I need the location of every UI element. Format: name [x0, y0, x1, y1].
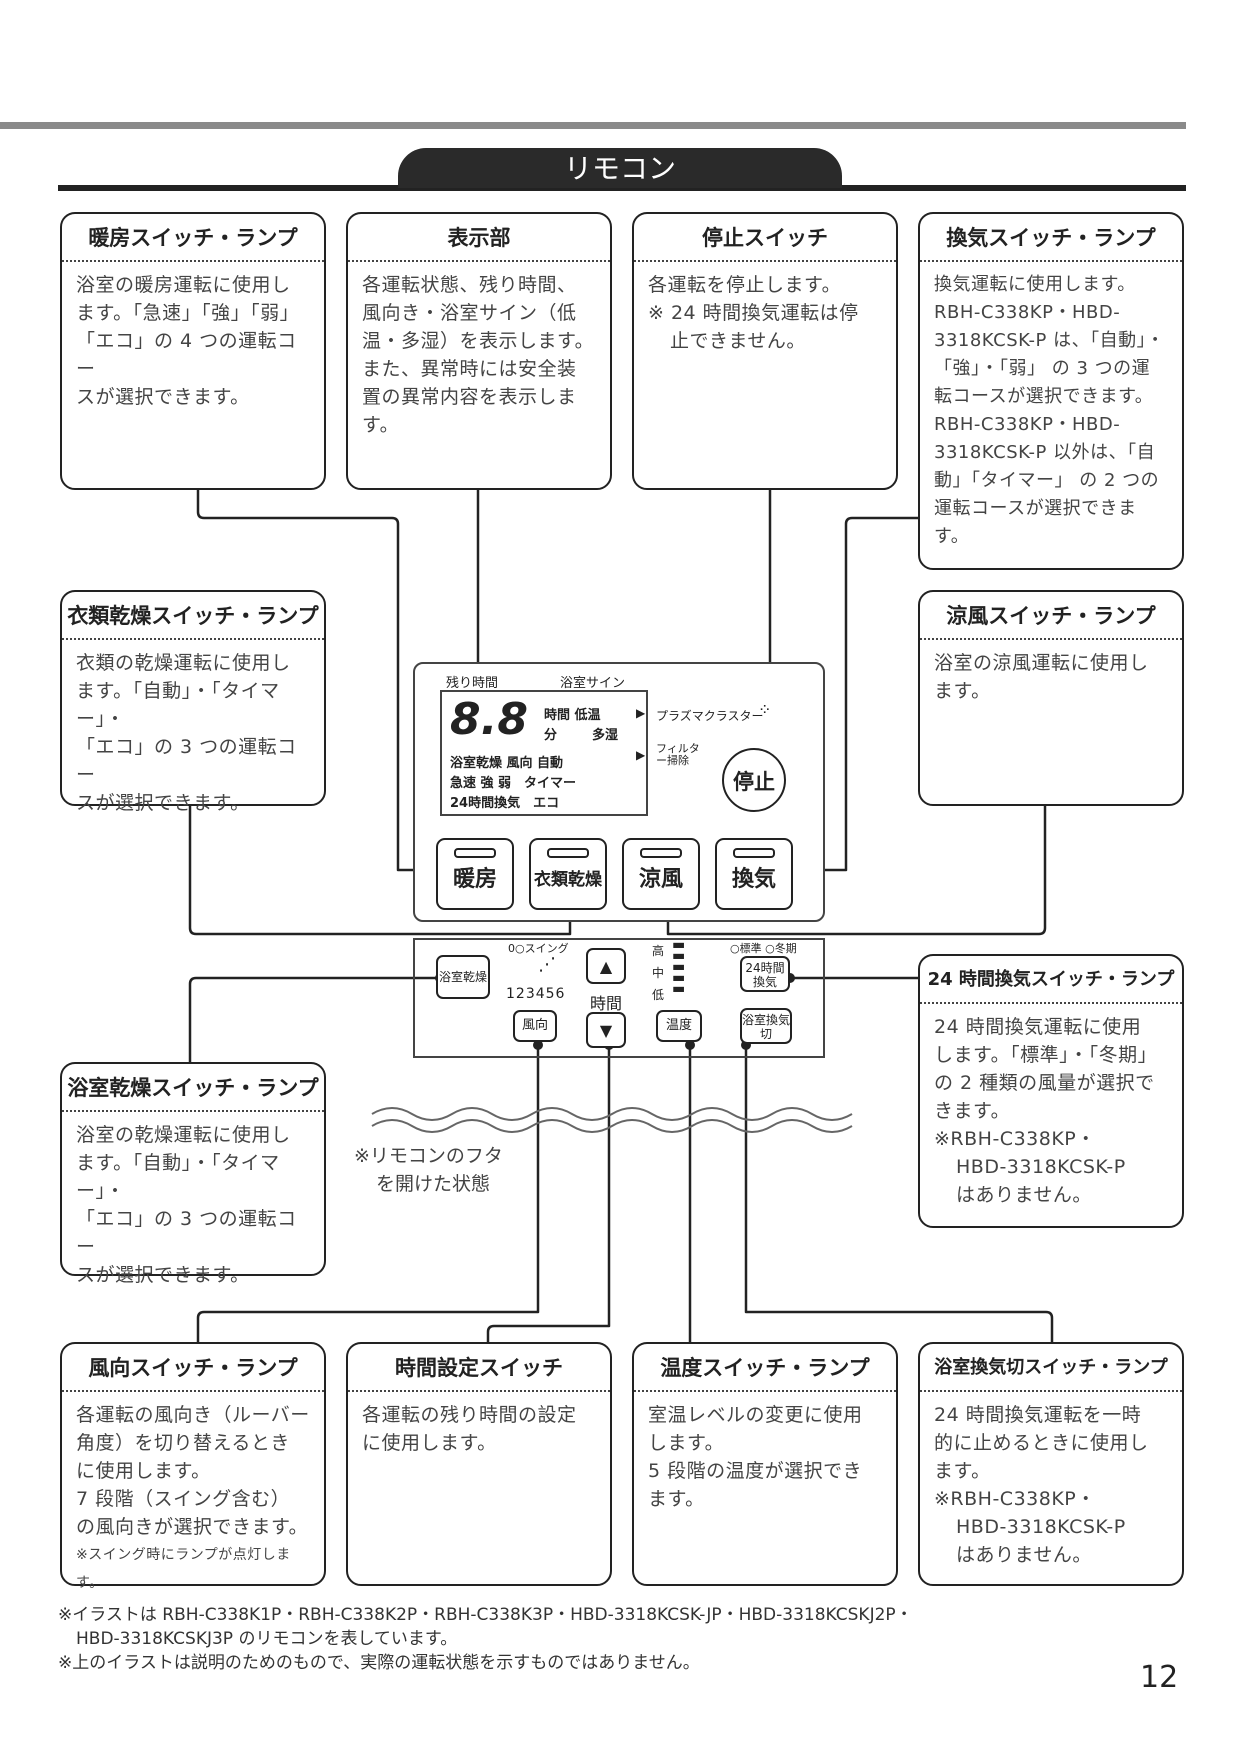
louver-fan-icon: ⋰ — [538, 954, 556, 975]
bathdry-box: 浴室乾燥スイッチ・ランプ 浴室の乾燥運転に使用します。「自動」・「タイマー」・ … — [60, 1062, 326, 1286]
time-up-button[interactable]: ▲ — [586, 948, 626, 984]
temp-level-low: 低 — [652, 988, 665, 1002]
stop-text: 各運転を停止します。※ 24 時間換気運転は停 止できません。 — [648, 274, 859, 352]
vent24-title: 24 時間換気スイッチ・ランプ — [920, 956, 1182, 1004]
time-title: 時間設定スイッチ — [348, 1344, 610, 1392]
bathvent-box: 浴室換気切スイッチ・ランプ 24 時間換気運転を一時的に止めるときに使用し ます… — [918, 1342, 1184, 1586]
plasma-arrow-icon: ▶ — [636, 706, 646, 720]
lcd-remaining-label: 残り時間 — [446, 676, 499, 691]
stop-box: 停止スイッチ 各運転を停止します。※ 24 時間換気運転は停 止できません。 — [632, 212, 898, 490]
lcd-unit-min: 分 — [544, 728, 558, 743]
heating-box: 暖房スイッチ・ランプ 浴室の暖房運転に使用します。「急速」「強」「弱」 「エコ」… — [60, 212, 326, 490]
ventilation-button[interactable]: 換気 — [715, 838, 793, 910]
display-text: 各運転状態、残り時間、風向き・浴室サイン（低 温・多湿）を表示します。また、異常… — [362, 274, 595, 436]
vent24-button[interactable]: 24時間換気 — [740, 956, 790, 992]
footnote-2: HBD-3318KCSKJ3P のリモコンを表しています。 — [76, 1629, 458, 1649]
lcd-row5: 24時間換気 エコ — [450, 796, 560, 811]
arrow-up-icon: ▲ — [599, 957, 613, 976]
stop-title: 停止スイッチ — [634, 214, 896, 262]
wind-button[interactable]: 風向 — [513, 1010, 557, 1042]
cool-title: 涼風スイッチ・ランプ — [920, 592, 1182, 640]
lcd-digits: 8.8 — [450, 694, 528, 745]
heating-button[interactable]: 暖房 — [436, 838, 514, 910]
lcd-row2-sign: 多湿 — [592, 728, 619, 743]
footnote-3: ※上のイラストは説明のためのもので、実際の運転状態を示すものではありません。 — [58, 1653, 700, 1673]
bathdry-title: 浴室乾燥スイッチ・ランプ — [62, 1064, 324, 1112]
lcd-row4: 急速 強 弱 タイマー — [450, 776, 577, 791]
section-rule — [58, 185, 1186, 191]
time-label: 時間 — [590, 994, 623, 1013]
footnote-1: ※イラストは RBH-C338K1P・RBH-C338K2P・RBH-C338K… — [58, 1605, 913, 1625]
bathvent-title: 浴室換気切スイッチ・ランプ — [920, 1344, 1182, 1392]
stop-button[interactable]: 停止 — [722, 748, 786, 812]
temp-level-mid: 中 — [652, 966, 665, 980]
time-box: 時間設定スイッチ 各運転の残り時間の設定に使用します。 — [346, 1342, 612, 1586]
temp-title: 温度スイッチ・ランプ — [634, 1344, 896, 1392]
wind-box: 風向スイッチ・ランプ 各運転の風向き（ルーバー角度）を切り替えるとき に使用しま… — [60, 1342, 326, 1591]
filter-label: フィルター掃除 — [656, 742, 700, 767]
wind-text: 各運転の風向き（ルーバー角度）を切り替えるとき に使用します。7 段階（スイング… — [76, 1404, 310, 1591]
bathdry-text: 浴室の乾燥運転に使用します。「自動」・「タイマー」・ 「エコ」の 3 つの運転コ… — [76, 1124, 297, 1286]
cool-button[interactable]: 涼風 — [622, 838, 700, 910]
clothes-title: 衣類乾燥スイッチ・ランプ — [62, 592, 324, 640]
clothes-text: 衣類の乾燥運転に使用します。「自動」・「タイマー」・ 「エコ」の 3 つの運転コ… — [76, 652, 297, 814]
page-number: 12 — [1140, 1660, 1179, 1695]
arrow-down-icon: ▼ — [599, 1021, 613, 1040]
plasma-label: プラズマクラスター — [656, 709, 764, 723]
ventilation-text: 換気運転に使用します。RBH-C338KP・HBD- 3318KCSK-P は、… — [934, 274, 1165, 547]
display-box: 表示部 各運転状態、残り時間、風向き・浴室サイン（低 温・多湿）を表示します。ま… — [346, 212, 612, 490]
cool-text: 浴室の涼風運転に使用します。 — [934, 652, 1149, 702]
time-text: 各運転の残り時間の設定に使用します。 — [362, 1404, 577, 1454]
temp-level-high: 高 — [652, 944, 665, 958]
section-title: リモコン — [398, 148, 842, 188]
bathvent-text: 24 時間換気運転を一時的に止めるときに使用し ます。※RBH-C338KP・ … — [934, 1404, 1149, 1566]
temp-level-bars-icon: ▬▬▬▬▬ — [672, 937, 686, 997]
filter-arrow-icon: ▶ — [636, 748, 646, 762]
lcd-row1: 時間 低温 — [544, 708, 601, 723]
wind-steps: 123456 — [506, 986, 566, 1002]
top-rule — [0, 122, 1186, 129]
wind-title: 風向スイッチ・ランプ — [62, 1344, 324, 1392]
lid-open-note: ※リモコンのフタ を開けた状態 — [354, 1145, 503, 1195]
heating-text: 浴室の暖房運転に使用します。「急速」「強」「弱」 「エコ」の 4 つの運転コース… — [76, 274, 300, 408]
plasma-cluster-icon: ⁘ — [758, 700, 772, 719]
bath-vent-off-button[interactable]: 浴室換気切 — [740, 1008, 792, 1044]
temp-box: 温度スイッチ・ランプ 室温レベルの変更に使用します。 5 段階の温度が選択できま… — [632, 1342, 898, 1586]
time-down-button[interactable]: ▼ — [586, 1012, 626, 1048]
vent24-text: 24 時間換気運転に使用します。「標準」・「冬期」 の 2 種類の風量が選択でき… — [934, 1016, 1158, 1206]
lcd-sign-label: 浴室サイン — [560, 676, 626, 691]
clothes-box: 衣類乾燥スイッチ・ランプ 衣類の乾燥運転に使用します。「自動」・「タイマー」・ … — [60, 590, 326, 814]
lcd-row3: 浴室乾燥 風向 自動 — [450, 756, 564, 771]
vent24-box: 24 時間換気スイッチ・ランプ 24 時間換気運転に使用します。「標準」・「冬期… — [918, 954, 1184, 1228]
clothes-dry-button[interactable]: 衣類乾燥 — [529, 838, 607, 910]
vent-mode-label: ○標準 ○冬期 — [730, 942, 797, 955]
swing-label: 0○スイング — [508, 942, 569, 955]
lcd-display: 8.8 時間 低温 分 多湿 浴室乾燥 風向 自動 急速 強 弱 タイマー 24… — [440, 690, 648, 816]
temp-button[interactable]: 温度 — [656, 1010, 702, 1042]
ventilation-title: 換気スイッチ・ランプ — [920, 214, 1182, 262]
display-title: 表示部 — [348, 214, 610, 262]
bath-dry-button[interactable]: 浴室乾燥 — [436, 955, 490, 999]
cool-box: 涼風スイッチ・ランプ 浴室の涼風運転に使用します。 — [918, 590, 1184, 806]
ventilation-box: 換気スイッチ・ランプ 換気運転に使用します。RBH-C338KP・HBD- 33… — [918, 212, 1184, 570]
remote-lower-panel — [413, 938, 825, 1058]
temp-text: 室温レベルの変更に使用します。 5 段階の温度が選択できます。 — [648, 1404, 863, 1510]
heating-title: 暖房スイッチ・ランプ — [62, 214, 324, 262]
